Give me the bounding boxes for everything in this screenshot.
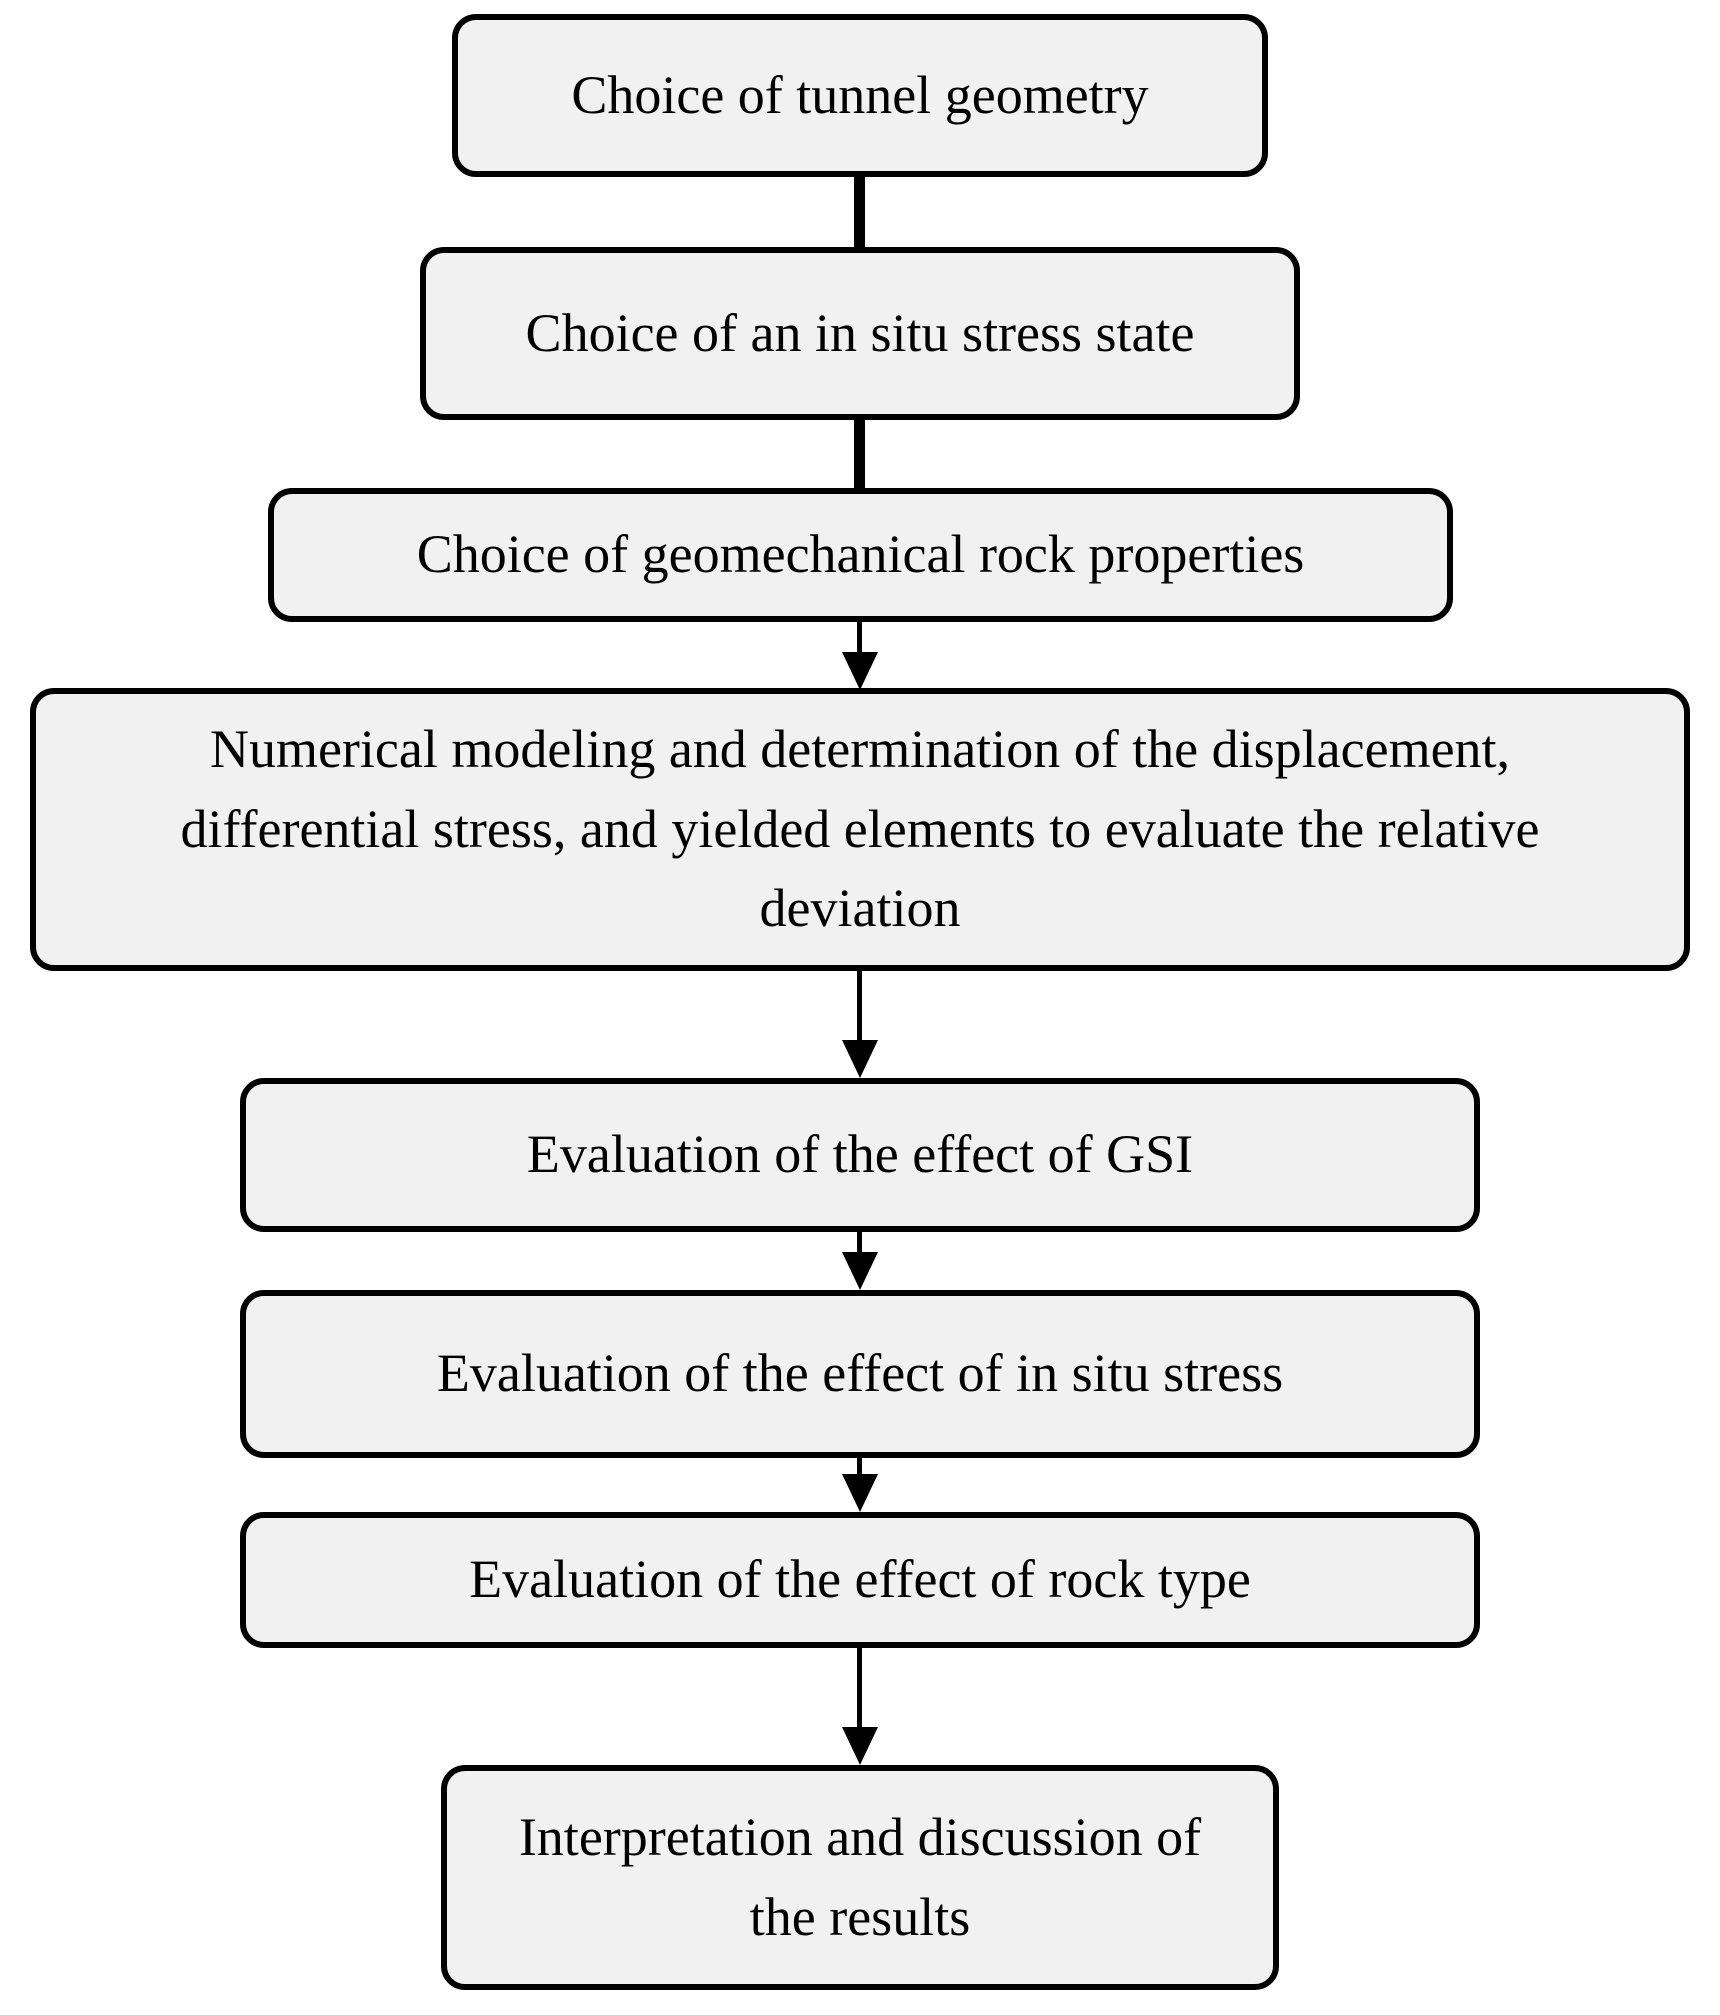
arrowhead-down-icon	[842, 652, 878, 690]
arrowhead-down-icon	[842, 1727, 878, 1765]
flow-node-interpretation-results: Interpretation and discussion of the res…	[441, 1765, 1279, 1990]
flow-node-label: Choice of tunnel geometry	[571, 64, 1149, 125]
flow-node-evaluation-effect-rock: Evaluation of the effect of rock type	[240, 1512, 1480, 1648]
connector-stem-7-8	[857, 1647, 862, 1729]
flow-node-label: Interpretation and discussion of the res…	[518, 1806, 1202, 1947]
flow-node-label: Choice of an in situ stress state	[525, 302, 1195, 363]
arrowhead-down-icon	[842, 1252, 878, 1290]
connector-stem-4-5	[857, 970, 862, 1043]
connector-stem-6-7	[857, 1457, 862, 1477]
flow-node-label: Choice of geomechanical rock properties	[416, 524, 1305, 585]
arrowhead-down-icon	[842, 1474, 878, 1512]
flow-node-choice-rock-properties: Choice of geomechanical rock properties	[268, 488, 1453, 622]
connector-stem-3-4	[857, 621, 862, 655]
flow-node-choice-in-situ-stress: Choice of an in situ stress state	[420, 247, 1300, 420]
flow-node-label: Numerical modeling and determination of …	[180, 718, 1540, 939]
flow-node-label: Evaluation of the effect of in situ stre…	[436, 1343, 1284, 1404]
arrowhead-down-icon	[842, 1040, 878, 1078]
connector-stem-5-6	[857, 1231, 862, 1255]
connector-line-2-3	[854, 419, 865, 490]
flow-node-evaluation-effect-gsi: Evaluation of the effect of GSI	[240, 1078, 1480, 1232]
flow-node-numerical-modeling: Numerical modeling and determination of …	[30, 688, 1690, 971]
connector-line-1-2	[854, 177, 865, 249]
flow-node-label: Evaluation of the effect of rock type	[469, 1549, 1251, 1610]
flow-node-label: Evaluation of the effect of GSI	[526, 1124, 1194, 1185]
flow-node-evaluation-effect-stress: Evaluation of the effect of in situ stre…	[240, 1290, 1480, 1458]
flow-node-choice-tunnel-geometry: Choice of tunnel geometry	[452, 14, 1268, 177]
